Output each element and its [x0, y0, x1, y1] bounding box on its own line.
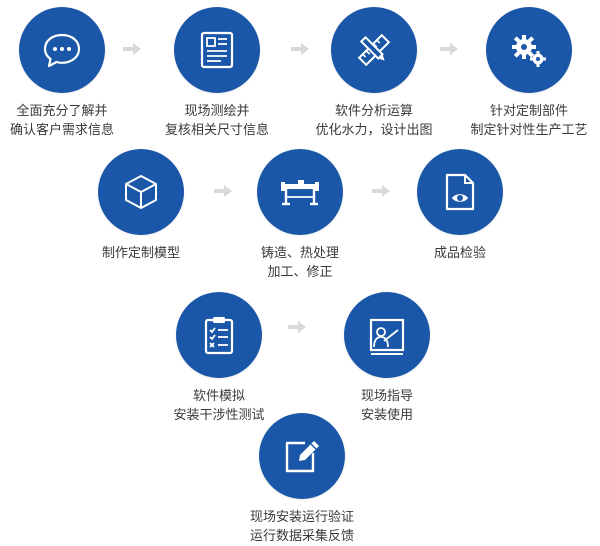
step-2: 现场测绘并 复核相关尺寸信息: [142, 7, 292, 140]
step-10-label: 现场安装运行验证 运行数据采集反馈: [227, 508, 377, 546]
step-10-line2: 运行数据采集反馈: [249, 529, 354, 544]
step-8-line2: 安装干涉性测试: [173, 408, 265, 423]
step-5-label: 制作定制模型: [66, 244, 216, 263]
step-7-line1: 成品检验: [433, 246, 486, 261]
clipboard-checklist-icon: [204, 317, 234, 355]
step-4-line1: 针对定制部件: [489, 104, 568, 119]
arrow-5-6: [214, 185, 232, 197]
arrow-8-9: [288, 321, 306, 333]
chat-bubble-icon: [43, 33, 81, 68]
step-10-circle: [259, 413, 345, 499]
cube-model-icon: [125, 175, 157, 209]
arrow-6-7: [372, 185, 390, 197]
step-9-label: 现场指导 安装使用: [312, 387, 462, 425]
gears-icon: [512, 35, 546, 67]
step-7-circle: [417, 149, 503, 235]
step-5-circle: [98, 149, 184, 235]
step-9-line2: 安装使用: [360, 408, 413, 423]
step-1-line1: 全面充分了解并: [16, 104, 108, 119]
presenter-board-icon: [369, 318, 405, 355]
step-8: 软件模拟 安装干涉性测试: [144, 292, 294, 425]
document-form-icon: [200, 31, 234, 69]
step-7-label: 成品检验: [385, 244, 535, 263]
step-9: 现场指导 安装使用: [312, 292, 462, 425]
step-1-label: 全面充分了解并 确认客户需求信息: [0, 102, 137, 140]
step-6: 铸造、热处理 加工、修正: [225, 149, 375, 282]
document-eye-icon: [445, 173, 475, 211]
step-5-line1: 制作定制模型: [101, 246, 180, 261]
machine-table-icon: [281, 180, 319, 206]
step-5: 制作定制模型: [66, 149, 216, 263]
step-8-circle: [176, 292, 262, 378]
arrow-1-2: [123, 43, 141, 55]
step-3-line2: 优化水力，设计出图: [315, 123, 433, 138]
step-1-circle: [19, 7, 105, 93]
step-9-line1: 现场指导: [360, 389, 413, 404]
step-6-circle: [257, 149, 343, 235]
step-3-circle: [331, 7, 417, 93]
step-9-circle: [344, 292, 430, 378]
step-3-label: 软件分析运算 优化水力，设计出图: [299, 102, 449, 140]
step-10: 现场安装运行验证 运行数据采集反馈: [227, 413, 377, 546]
step-1-line2: 确认客户需求信息: [9, 123, 114, 138]
step-4-circle: [486, 7, 572, 93]
step-8-label: 软件模拟 安装干涉性测试: [144, 387, 294, 425]
step-3-line1: 软件分析运算: [334, 104, 413, 119]
step-1: 全面充分了解并 确认客户需求信息: [0, 7, 137, 140]
step-6-line1: 铸造、热处理: [260, 246, 339, 261]
step-2-label: 现场测绘并 复核相关尺寸信息: [142, 102, 292, 140]
step-4-line2: 制定针对性生产工艺: [470, 123, 588, 138]
arrow-3-4: [440, 43, 458, 55]
step-6-line2: 加工、修正: [267, 265, 333, 280]
step-2-circle: [174, 7, 260, 93]
step-10-line1: 现场安装运行验证: [249, 510, 354, 525]
step-8-line1: 软件模拟: [192, 389, 245, 404]
step-7: 成品检验: [385, 149, 535, 263]
arrow-2-3: [291, 43, 309, 55]
step-6-label: 铸造、热处理 加工、修正: [225, 244, 375, 282]
step-3: 软件分析运算 优化水力，设计出图: [299, 7, 449, 140]
pencil-ruler-icon: [357, 33, 391, 67]
step-4: 针对定制部件 制定针对性生产工艺: [454, 7, 600, 140]
step-2-line2: 复核相关尺寸信息: [164, 123, 269, 138]
step-2-line1: 现场测绘并: [184, 104, 250, 119]
step-4-label: 针对定制部件 制定针对性生产工艺: [454, 102, 600, 140]
edit-pen-icon: [285, 441, 319, 473]
